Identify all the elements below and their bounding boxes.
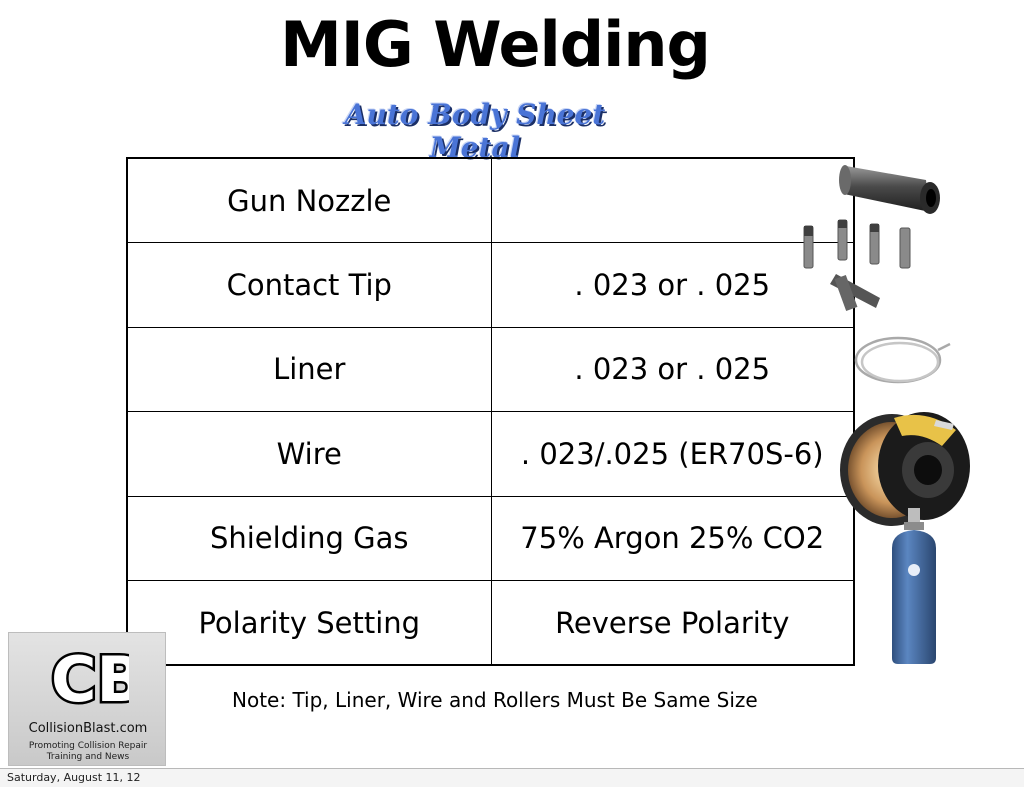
slide: MIG Welding Auto Body Sheet Metal Gun No…: [8, 8, 970, 766]
table-row: Gun Nozzle: [126, 157, 855, 243]
contact-tips-icon: [803, 219, 911, 312]
row-value: . 023/.025 (ER70S-6): [490, 411, 855, 497]
gun-nozzle-icon: [839, 165, 940, 214]
cb-logo-icon: CB: [49, 641, 129, 719]
logo-tagline: Promoting Collision Repair Training and …: [9, 741, 167, 763]
row-label: Wire: [126, 411, 492, 497]
date-footer: Saturday, August 11, 12: [0, 768, 1024, 787]
table-row: Shielding Gas 75% Argon 25% CO2: [126, 495, 855, 581]
table-row: Contact Tip . 023 or . 025: [126, 242, 855, 328]
logo-tagline-1: Promoting Collision Repair: [28, 741, 148, 751]
table-row: Liner . 023 or . 025: [126, 326, 855, 412]
row-label: Shielding Gas: [126, 495, 492, 581]
row-label: Liner: [126, 326, 492, 412]
row-label: Polarity Setting: [126, 580, 492, 666]
row-value: . 023 or . 025: [490, 326, 855, 412]
logo-site: CollisionBlast.com: [28, 721, 148, 736]
note-text: Note: Tip, Liner, Wire and Rollers Must …: [232, 688, 758, 712]
collisionblast-logo: CB CollisionBlast.com Promoting Collisio…: [8, 632, 166, 766]
slide-subtitle: Auto Body Sheet Metal: [344, 98, 606, 164]
logo-tagline-2: Training and News: [46, 752, 130, 762]
liner-coil-icon: [854, 336, 951, 384]
wire-spool-icon: [840, 412, 970, 526]
row-value: [490, 157, 855, 243]
row-label: Gun Nozzle: [126, 157, 492, 243]
logo-letters: CB: [51, 643, 129, 716]
gas-cylinder-icon: [892, 508, 936, 664]
spec-table: Gun Nozzle Contact Tip . 023 or . 025 Li…: [126, 157, 855, 666]
row-value: Reverse Polarity: [490, 580, 855, 666]
row-label: Contact Tip: [126, 242, 492, 328]
table-row: Wire . 023/.025 (ER70S-6): [126, 411, 855, 497]
row-value: 75% Argon 25% CO2: [490, 495, 855, 581]
slide-title: MIG Welding: [280, 8, 711, 81]
table-row: Polarity Setting Reverse Polarity: [126, 580, 855, 666]
